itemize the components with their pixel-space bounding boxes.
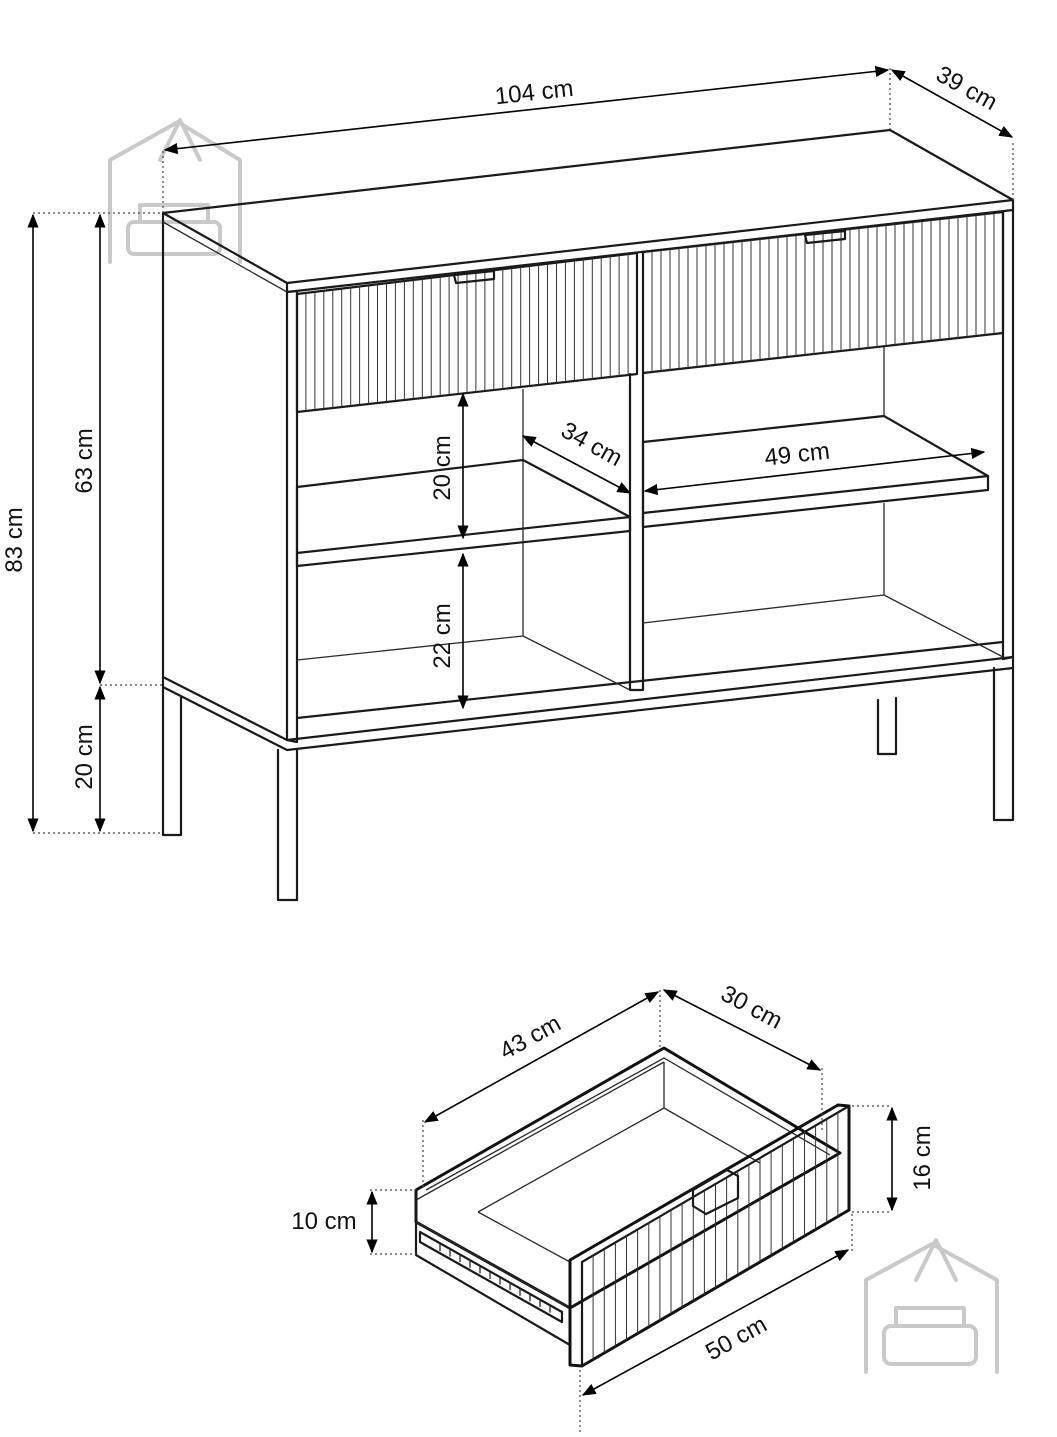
shelf-width-arrow [643, 447, 986, 496]
depth-dimension-arrow [890, 69, 1014, 138]
drawer-front-handle [691, 1168, 740, 1216]
drawer-left-side [414, 1188, 572, 1347]
drawer-front-width-arrow [581, 1249, 850, 1396]
body-height-label: 63 cm [71, 428, 98, 493]
cabinet-base [161, 655, 1015, 752]
lower-gap-label: 22 cm [429, 603, 456, 668]
drawer-depth-label: 30 cm [716, 980, 786, 1035]
drawer-front-right [641, 210, 1005, 375]
leg-height-label: 20 cm [71, 724, 98, 789]
shelf-depth-arrow [521, 435, 632, 494]
cabinet-dimensions: 104 cm 39 cm 83 cm 63 cm 20 cm 20 cm 22 … [1, 61, 1014, 834]
drawer-side-height-label: 10 cm [291, 1208, 356, 1235]
drawer-handle-right [803, 229, 847, 245]
drawer-handle-left [452, 269, 496, 285]
leg-back-left [161, 685, 183, 837]
drawer-front-height-label: 16 cm [909, 1125, 936, 1190]
drawer-front-left [295, 251, 639, 414]
watermark-logo-bottom [864, 1238, 999, 1374]
drawer-depth-arrow [662, 989, 822, 1071]
cabinet-right-side [1001, 208, 1015, 661]
drawer-dimensions: 43 cm 30 cm 16 cm 10 cm 50 cm [291, 980, 936, 1432]
total-height-label: 83 cm [1, 507, 28, 572]
watermark-logo-top [108, 118, 242, 264]
drawer-front-width-label: 50 cm [701, 1311, 771, 1366]
width-label: 104 cm [494, 75, 575, 110]
cabinet-left-side [161, 211, 289, 742]
center-divider [628, 371, 645, 692]
drawer-runner [418, 1230, 564, 1324]
leg-front-left [276, 748, 299, 902]
leg-back-right [876, 696, 898, 756]
sideboard-cabinet [161, 128, 1015, 902]
shelf-depth-label: 34 cm [557, 417, 627, 472]
drawer-width-arrow [423, 991, 660, 1123]
upper-gap-label: 20 cm [429, 435, 456, 500]
leg-front-right [992, 666, 1015, 822]
depth-label: 39 cm [932, 61, 1002, 116]
drawer-front-panel [568, 1103, 851, 1368]
drawer-isometric [414, 1046, 851, 1368]
width-dimension-arrow [163, 65, 890, 155]
shelf-width-label: 49 cm [763, 438, 831, 472]
drawer-width-label: 43 cm [495, 1010, 565, 1065]
